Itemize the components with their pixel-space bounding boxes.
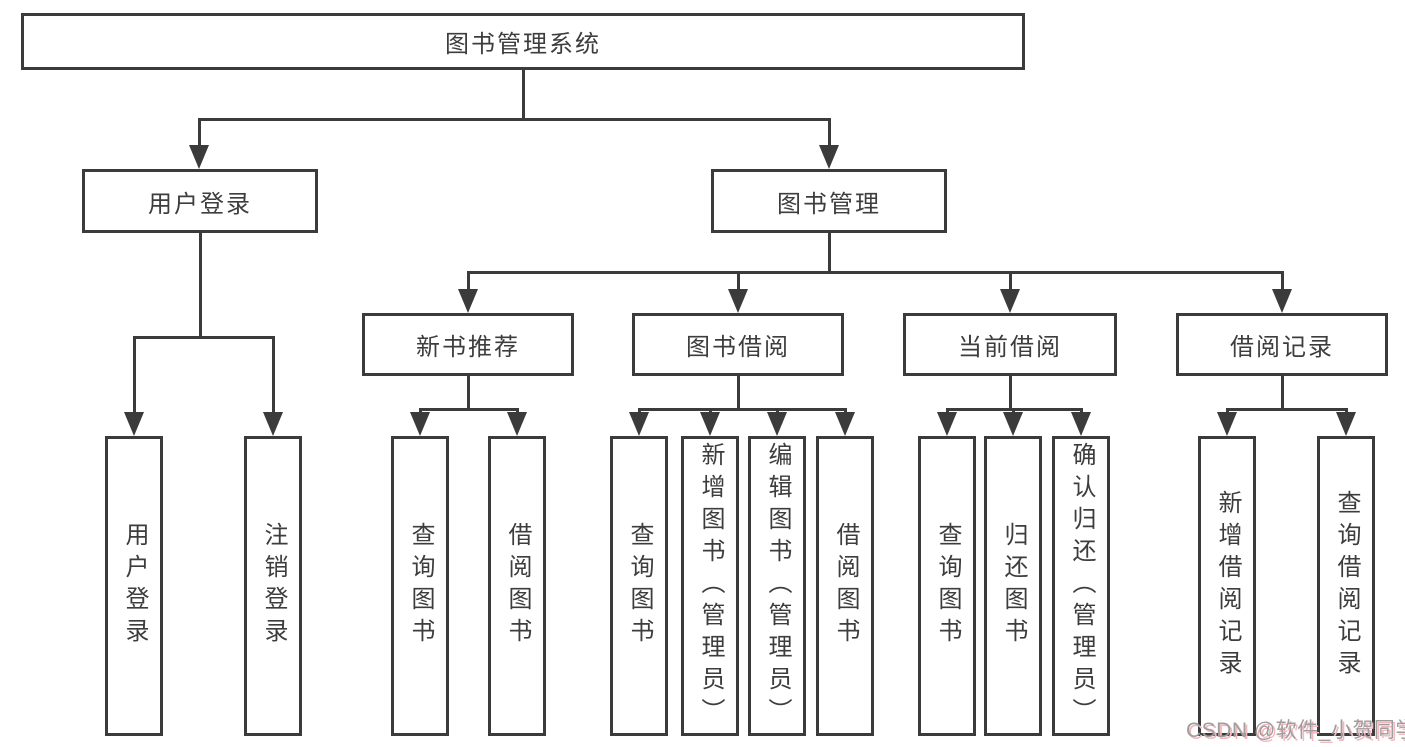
node-borrow-records-label: 借阅记录 (1230, 334, 1334, 361)
leaf-cb-return-books: 归还图书 (984, 436, 1042, 736)
leaf-cb-query-books-label: 查询图书 (934, 522, 961, 650)
connector-line (419, 408, 519, 411)
connector-line (828, 118, 831, 148)
node-new-book-recommend: 新书推荐 (362, 313, 574, 376)
leaf-bb-query-books: 查询图书 (610, 436, 668, 736)
leaf-bb-borrow-books: 借阅图书 (816, 436, 874, 736)
leaf-user-login: 用户登录 (105, 436, 163, 736)
connector-line (467, 271, 470, 293)
arrow-down-icon (728, 289, 748, 313)
arrow-down-icon (1071, 412, 1091, 436)
arrow-down-icon (458, 289, 478, 313)
leaf-nb-borrow-books-label: 借阅图书 (504, 522, 531, 650)
node-book-management: 图书管理 (711, 169, 947, 233)
node-user-login: 用户登录 (82, 169, 318, 233)
arrow-down-icon (1217, 412, 1237, 436)
arrow-down-icon (263, 412, 283, 436)
connector-line (638, 408, 847, 411)
arrow-down-icon (835, 412, 855, 436)
arrow-down-icon (124, 412, 144, 436)
leaf-bb-edit-books-admin: 编辑图书（管理员） (748, 436, 806, 736)
leaf-cb-confirm-return-admin-label: 确认归还（管理员） (1068, 442, 1095, 730)
leaf-bb-edit-books-admin-label: 编辑图书（管理员） (764, 442, 791, 730)
arrow-down-icon (700, 412, 720, 436)
node-book-management-label: 图书管理 (777, 190, 881, 218)
csdn-watermark: CSDN @软件_小贺同学 (1186, 719, 1405, 742)
connector-line (522, 69, 525, 121)
leaf-br-query-record-label: 查询借阅记录 (1333, 490, 1360, 682)
arrow-down-icon (1003, 412, 1023, 436)
node-book-borrow: 图书借阅 (632, 313, 844, 376)
connector-line (1009, 374, 1012, 410)
arrow-down-icon (1272, 289, 1292, 313)
leaf-cb-return-books-label: 归还图书 (1000, 522, 1027, 650)
leaf-br-add-record-label: 新增借阅记录 (1214, 490, 1241, 682)
connector-line (828, 231, 831, 273)
leaf-bb-add-books-admin-label: 新增图书（管理员） (697, 442, 724, 730)
arrow-down-icon (819, 145, 839, 169)
arrow-down-icon (937, 412, 957, 436)
arrow-down-icon (767, 412, 787, 436)
connector-line (467, 271, 1284, 274)
connector-line (1226, 408, 1348, 411)
leaf-bb-add-books-admin: 新增图书（管理员） (681, 436, 739, 736)
root-node-library-system: 图书管理系统 (21, 13, 1025, 70)
connector-line (198, 118, 831, 121)
node-borrow-records: 借阅记录 (1176, 313, 1388, 376)
connector-line (1281, 374, 1284, 410)
leaf-br-add-record: 新增借阅记录 (1198, 436, 1256, 736)
leaf-bb-borrow-books-label: 借阅图书 (832, 522, 859, 650)
arrow-down-icon (410, 412, 430, 436)
arrow-down-icon (1336, 412, 1356, 436)
leaf-logout-label: 注销登录 (260, 522, 287, 650)
arrow-down-icon (1000, 289, 1020, 313)
node-user-login-label: 用户登录 (148, 190, 252, 218)
leaf-br-query-record: 查询借阅记录 (1317, 436, 1375, 736)
arrow-down-icon (629, 412, 649, 436)
connector-line (467, 374, 470, 410)
connector-line (133, 336, 275, 339)
connector-line (133, 336, 136, 416)
node-new-book-recommend-label: 新书推荐 (416, 334, 520, 361)
arrow-down-icon (189, 145, 209, 169)
connector-line (199, 231, 202, 338)
leaf-nb-borrow-books: 借阅图书 (488, 436, 546, 736)
leaf-user-login-label: 用户登录 (121, 522, 148, 650)
leaf-cb-query-books: 查询图书 (918, 436, 976, 736)
root-node-label: 图书管理系统 (445, 31, 601, 58)
leaf-nb-query-books-label: 查询图书 (407, 522, 434, 650)
connector-line (737, 374, 740, 410)
node-current-borrow: 当前借阅 (903, 313, 1117, 376)
node-current-borrow-label: 当前借阅 (958, 334, 1062, 361)
leaf-nb-query-books: 查询图书 (391, 436, 449, 736)
connector-line (737, 271, 740, 293)
arrow-down-icon (507, 412, 527, 436)
leaf-cb-confirm-return-admin: 确认归还（管理员） (1052, 436, 1110, 736)
connector-line (272, 336, 275, 416)
connector-line (198, 118, 201, 148)
leaf-bb-query-books-label: 查询图书 (626, 522, 653, 650)
node-book-borrow-label: 图书借阅 (686, 334, 790, 361)
connector-line (1281, 271, 1284, 293)
connector-line (1009, 271, 1012, 293)
leaf-logout: 注销登录 (244, 436, 302, 736)
